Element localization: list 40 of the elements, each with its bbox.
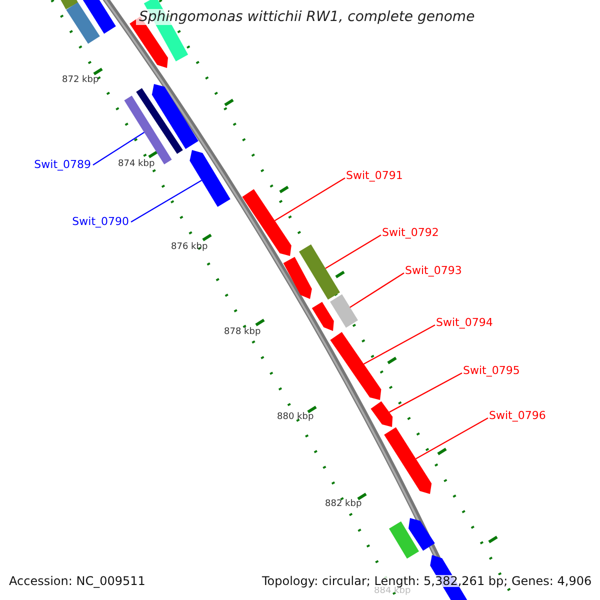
gene-feature bbox=[299, 244, 340, 300]
scale-label: 878 kbp bbox=[224, 328, 261, 337]
scale-label: 884 kbp bbox=[374, 587, 411, 596]
gene-feature bbox=[242, 189, 292, 256]
gene-feature bbox=[66, 2, 100, 44]
scale-label: 872 kbp bbox=[62, 76, 99, 85]
leader-line bbox=[130, 180, 202, 223]
scale-label: 876 kbp bbox=[171, 243, 208, 252]
scale-label: 882 kbp bbox=[325, 500, 362, 509]
gene-feature bbox=[190, 150, 230, 207]
gene-label: Swit_0796 bbox=[489, 410, 546, 421]
gene-feature bbox=[152, 84, 198, 149]
leader-line bbox=[92, 132, 144, 166]
gene-feature bbox=[389, 521, 419, 559]
gene-feature bbox=[312, 302, 334, 331]
gene-feature bbox=[82, 0, 116, 34]
leader-line bbox=[416, 417, 488, 460]
leader-line bbox=[363, 324, 436, 365]
gene-feature bbox=[408, 518, 435, 551]
leader-line bbox=[325, 234, 382, 269]
gene-feature bbox=[136, 88, 183, 154]
gene-feature bbox=[370, 401, 393, 427]
leader-line bbox=[350, 272, 404, 308]
leader-line bbox=[388, 372, 462, 413]
gene-label: Swit_0792 bbox=[382, 227, 439, 238]
gene-feature bbox=[384, 427, 432, 494]
leader-line bbox=[274, 177, 346, 222]
gene-label: Swit_0794 bbox=[436, 317, 493, 328]
gene-feature bbox=[283, 256, 312, 299]
gene-feature bbox=[330, 294, 358, 328]
accession-label: Accession: NC_009511 bbox=[9, 575, 146, 587]
gene-label: Swit_0795 bbox=[463, 365, 520, 376]
scale-label: 874 kbp bbox=[118, 160, 155, 169]
scale-label: 880 kbp bbox=[277, 413, 314, 422]
genome-stats: Topology: circular; Length: 5,382,261 bp; Genes: 4,906 bbox=[262, 575, 592, 587]
gene-label: Swit_0790 bbox=[72, 216, 129, 227]
gene-label: Swit_0789 bbox=[34, 159, 91, 170]
gene-feature bbox=[330, 332, 382, 400]
gene-label: Swit_0793 bbox=[405, 265, 462, 276]
gene-label: Swit_0791 bbox=[346, 170, 403, 181]
